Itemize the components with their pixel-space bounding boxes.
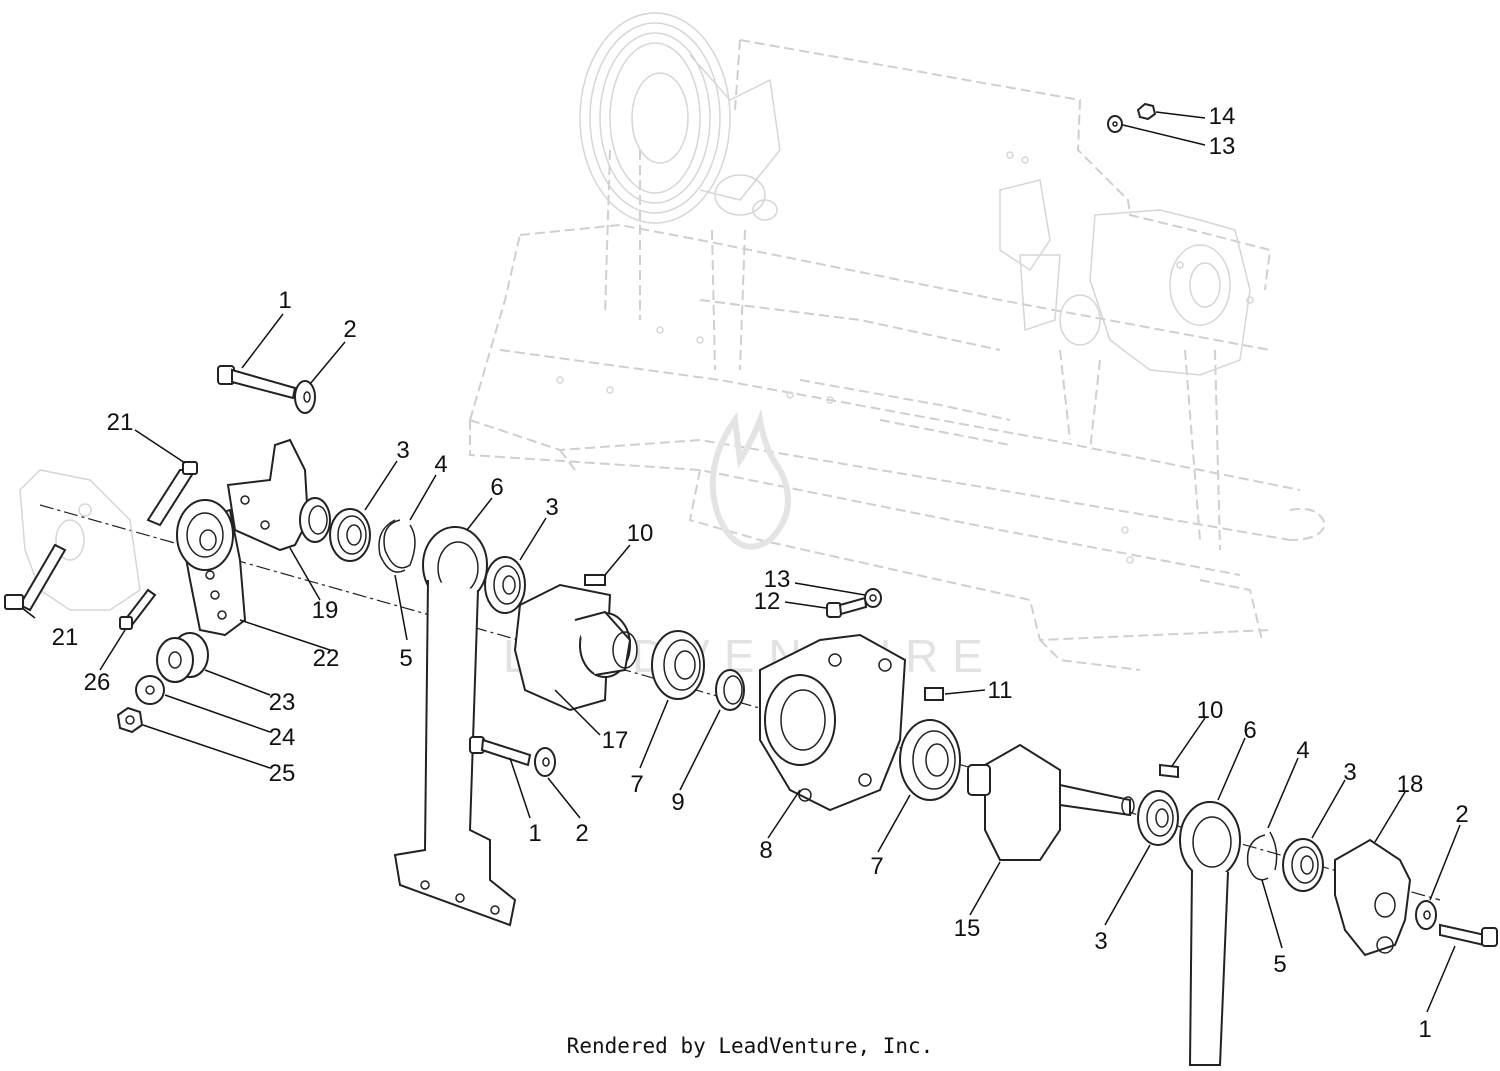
drive-arm-6-right bbox=[1179, 801, 1241, 1066]
bearing-3-left bbox=[329, 508, 371, 562]
callout-2-right: 2 bbox=[1455, 801, 1468, 828]
left-frame-plate bbox=[19, 469, 141, 611]
key-10-right bbox=[1159, 763, 1179, 779]
callouts: 1 2 21 3 4 6 3 10 13 12 21 19 22 5 26 23… bbox=[52, 103, 1469, 1043]
callout-15: 15 bbox=[954, 915, 981, 942]
callout-6-right: 6 bbox=[1243, 717, 1256, 744]
key-10-left bbox=[584, 574, 606, 586]
ghost-frame bbox=[469, 39, 1327, 671]
callout-11: 11 bbox=[988, 677, 1013, 704]
bearing-3-third bbox=[1137, 790, 1179, 846]
ghost-right-assembly bbox=[999, 179, 1251, 376]
callout-1-middle: 1 bbox=[528, 820, 541, 847]
callout-18: 18 bbox=[1397, 771, 1424, 798]
callout-21-lower: 21 bbox=[52, 624, 79, 651]
washer-2-middle bbox=[534, 747, 556, 777]
bracket-18 bbox=[1334, 838, 1412, 957]
callout-9: 9 bbox=[671, 789, 684, 816]
washer-13-center bbox=[864, 588, 882, 608]
washer-13-top bbox=[1107, 115, 1123, 133]
leader-lines bbox=[21, 111, 1461, 1013]
callout-7-right: 7 bbox=[870, 853, 883, 880]
hub-housing-8 bbox=[759, 633, 907, 812]
callout-1-right: 1 bbox=[1418, 1016, 1431, 1043]
callout-5-right: 5 bbox=[1273, 951, 1286, 978]
pin-11 bbox=[924, 687, 944, 701]
callout-13-top: 13 bbox=[1209, 133, 1236, 160]
callout-3-d: 3 bbox=[1094, 928, 1107, 955]
washer-2-upper bbox=[294, 380, 316, 414]
nut-14 bbox=[1136, 102, 1157, 121]
callout-2-upper: 2 bbox=[343, 316, 356, 343]
nut-25 bbox=[116, 706, 144, 734]
callout-12: 12 bbox=[754, 588, 781, 615]
callout-4-right: 4 bbox=[1296, 737, 1309, 764]
bolt-26 bbox=[119, 588, 157, 630]
ghost-wheel bbox=[579, 12, 781, 224]
snap-ring-4-left bbox=[378, 519, 416, 573]
bolt-1-right bbox=[1439, 923, 1498, 947]
callout-10-left: 10 bbox=[627, 520, 654, 547]
callout-3-b: 3 bbox=[545, 494, 558, 521]
callout-26: 26 bbox=[84, 669, 111, 696]
callout-19: 19 bbox=[312, 597, 339, 624]
bearing-3-fourth bbox=[1282, 838, 1324, 892]
shaft-housing-15 bbox=[967, 743, 1135, 861]
callout-2-middle: 2 bbox=[575, 820, 588, 847]
callout-14: 14 bbox=[1209, 103, 1236, 130]
washer-24-hole bbox=[145, 685, 155, 695]
callout-7-left: 7 bbox=[630, 771, 643, 798]
callout-17: 17 bbox=[602, 727, 629, 754]
spacer-9 bbox=[715, 669, 745, 711]
snap-ring-4-right bbox=[1246, 831, 1278, 881]
drive-arm-6-left bbox=[393, 526, 517, 927]
callout-6-left: 6 bbox=[490, 474, 503, 501]
bolt-12 bbox=[826, 596, 868, 618]
callout-23: 23 bbox=[269, 689, 296, 716]
callout-3-a: 3 bbox=[396, 437, 409, 464]
bearing-7-right bbox=[899, 719, 961, 801]
bushing-23 bbox=[156, 632, 209, 683]
bolt-21-upper bbox=[146, 461, 198, 527]
rendered-by-footer: Rendered by LeadVenture, Inc. bbox=[566, 1034, 934, 1058]
callout-8: 8 bbox=[759, 837, 772, 864]
bearing-7-left bbox=[651, 630, 705, 700]
gearbox-housing-17 bbox=[513, 583, 638, 712]
callout-13-center: 13 bbox=[764, 566, 791, 593]
bolt-1-middle bbox=[469, 736, 532, 767]
bolt-1-upper bbox=[217, 365, 297, 400]
callout-5-left: 5 bbox=[399, 645, 412, 672]
idler-arm-22 bbox=[176, 499, 247, 637]
callout-24: 24 bbox=[269, 724, 296, 751]
callout-4-left: 4 bbox=[434, 451, 447, 478]
bracket-19 bbox=[226, 438, 331, 552]
washer-2-right bbox=[1415, 900, 1437, 930]
callout-25: 25 bbox=[269, 760, 296, 787]
callout-22: 22 bbox=[313, 645, 340, 672]
callout-3-c: 3 bbox=[1343, 759, 1356, 786]
washer-24 bbox=[135, 675, 165, 705]
callout-21-upper: 21 bbox=[107, 409, 134, 436]
bearing-3-second bbox=[484, 556, 526, 614]
bolt-21-lower bbox=[4, 543, 67, 612]
callout-10-right: 10 bbox=[1197, 697, 1224, 724]
callout-1-upper: 1 bbox=[278, 287, 291, 314]
